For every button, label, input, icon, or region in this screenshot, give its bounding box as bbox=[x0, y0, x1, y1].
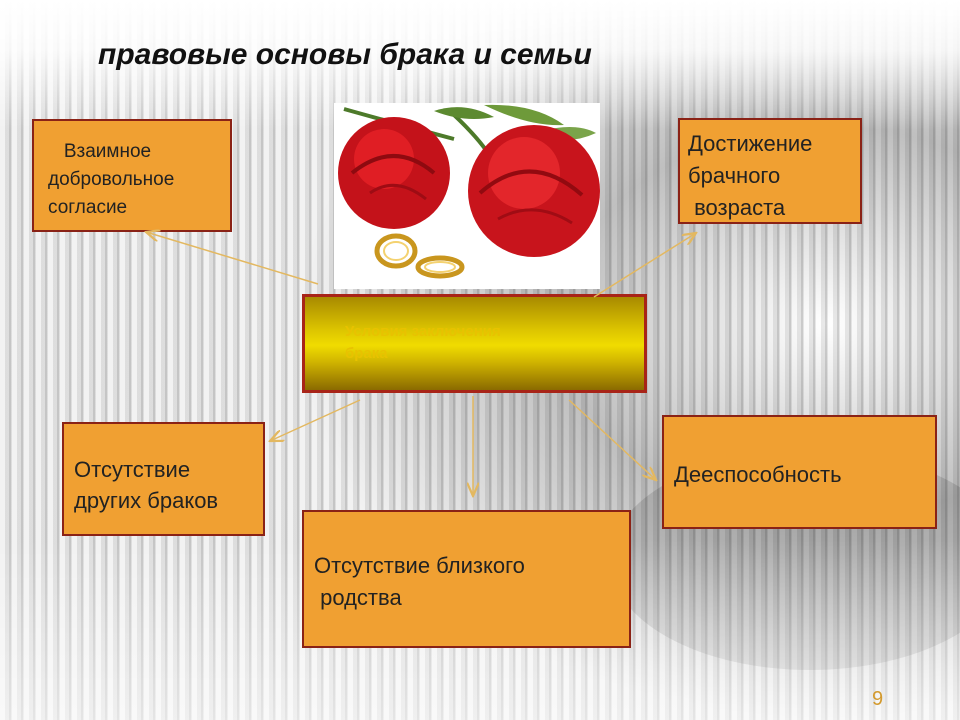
no-close-kinship-box: Отсутствие близкого родства bbox=[302, 510, 631, 648]
legal-capacity-box: Дееспособность bbox=[662, 415, 937, 529]
mutual-consent-box: Взаимное добровольное согласие bbox=[32, 119, 232, 232]
page-number: 9 bbox=[872, 688, 884, 710]
legal-capacity-label: Дееспособность bbox=[674, 462, 842, 487]
no-other-marriages-box: Отсутствие других браков bbox=[62, 422, 265, 536]
center-label: Условия заключения брака bbox=[345, 323, 501, 362]
marriage-age-label: Достижение брачного возраста bbox=[688, 131, 813, 220]
no-close-kinship-label: Отсутствие близкого родства bbox=[314, 553, 525, 610]
no-other-marriages-label: Отсутствие других браков bbox=[74, 457, 219, 513]
slide-title: правовые основы брака и семьи bbox=[98, 38, 592, 71]
roses-and-rings-image bbox=[334, 103, 600, 289]
mutual-consent-label: Взаимное добровольное согласие bbox=[48, 141, 175, 218]
marriage-age-box: Достижение брачного возраста bbox=[678, 118, 862, 224]
marriage-conditions-center-box: Условия заключения брака bbox=[302, 294, 647, 393]
